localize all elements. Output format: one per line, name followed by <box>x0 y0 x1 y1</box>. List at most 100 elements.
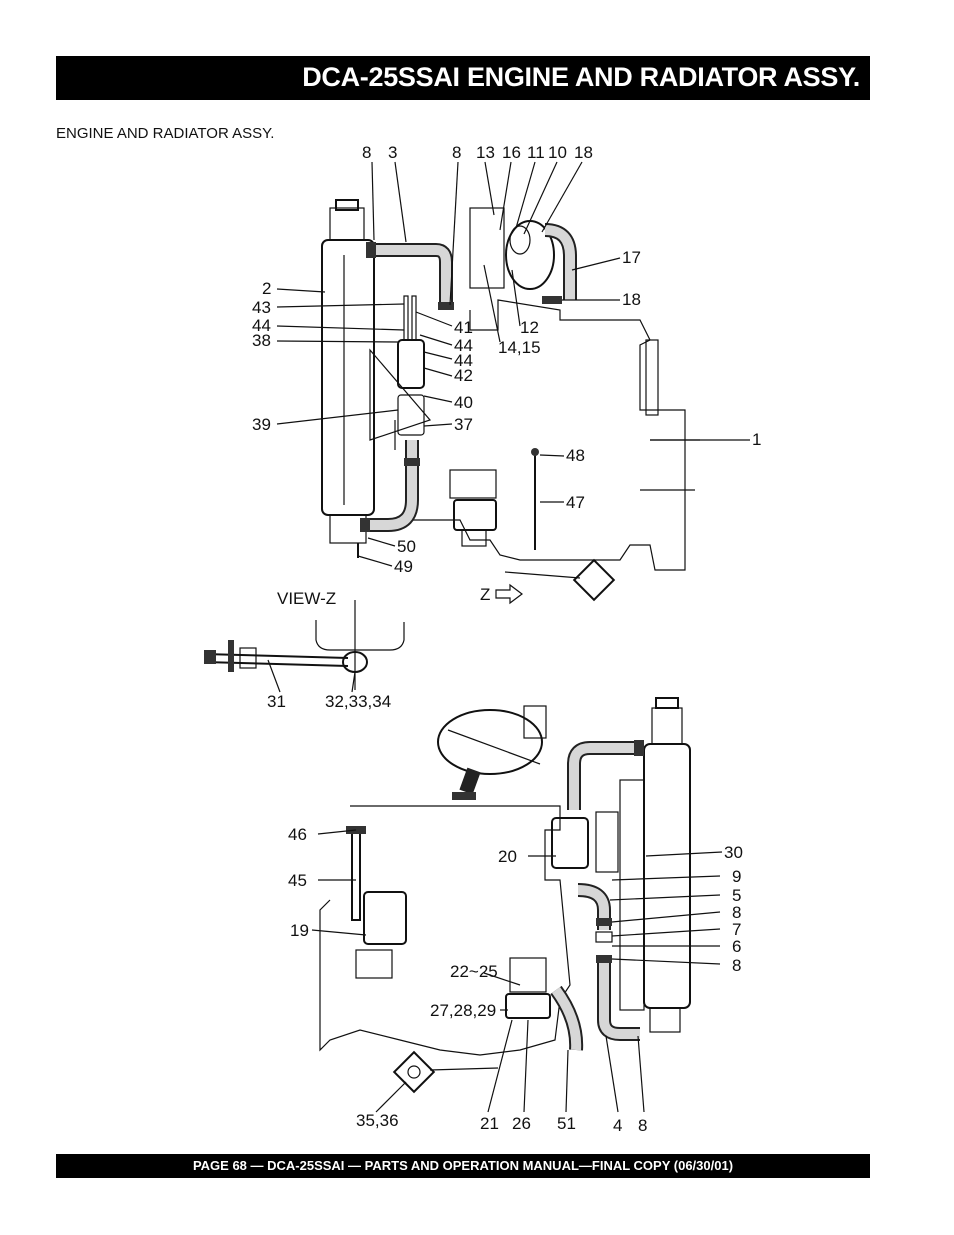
page-title-bar: DCA-25SSAI ENGINE AND RADIATOR ASSY. <box>56 56 870 100</box>
bottom-drawing <box>319 697 691 1094</box>
callout-label: 10 <box>548 143 567 162</box>
radiator-tank <box>321 239 375 516</box>
exhaust-flange <box>572 558 616 602</box>
reservoir-tank <box>397 339 425 389</box>
hose-clamp <box>360 518 370 532</box>
callout-label: 8 <box>362 143 371 162</box>
upper-hose <box>372 243 453 305</box>
callout-label: 31 <box>267 692 286 711</box>
callout-label: 26 <box>512 1114 531 1133</box>
callout-label: 16 <box>502 143 521 162</box>
callout-label: 8 <box>452 143 461 162</box>
air-cleaner-bracket <box>469 207 505 289</box>
callout-label: 49 <box>394 557 413 576</box>
callout-label: 32,33,34 <box>325 692 391 711</box>
drain-hose <box>203 653 349 659</box>
starter-motor-lower <box>505 993 551 1019</box>
leader-lines <box>267 161 750 1113</box>
air-cleaner-lower <box>437 709 543 775</box>
starter-bracket <box>449 469 497 499</box>
upper-hose-inner <box>372 245 451 305</box>
callout-label: 7 <box>732 920 741 939</box>
overflow-tube <box>369 348 432 441</box>
callout-label: 21 <box>480 1114 499 1133</box>
callout-label: 50 <box>397 537 416 556</box>
view-z-arrow-label: Z <box>480 585 490 604</box>
callout-label: 8 <box>732 903 741 922</box>
callout-label: 37 <box>454 415 473 434</box>
callout-label: 8 <box>638 1116 647 1135</box>
callout-label: 42 <box>454 366 473 385</box>
callout-label: 51 <box>557 1114 576 1133</box>
callout-label: 47 <box>566 493 585 512</box>
callout-label: 38 <box>252 331 271 350</box>
top-drawing <box>321 199 700 602</box>
callout-label: 9 <box>732 867 741 886</box>
callout-label: 43 <box>252 298 271 317</box>
hose-clamp <box>438 302 454 310</box>
starter-plate <box>509 957 547 993</box>
oil-filler-tube <box>351 829 361 921</box>
view-z-title: VIEW-Z <box>277 589 336 608</box>
callout-label: 14,15 <box>498 338 541 357</box>
hose-clamp <box>404 458 420 466</box>
reservoir-pipe <box>411 295 417 341</box>
callout-label: 30 <box>724 843 743 862</box>
callout-label: 46 <box>288 825 307 844</box>
radiator-tank-lower <box>643 743 691 1009</box>
callout-label: 8 <box>732 956 741 975</box>
callout-label: 45 <box>288 871 307 890</box>
radiator-bracket <box>374 249 430 521</box>
callout-label: 18 <box>622 290 641 309</box>
water-pipe <box>397 394 425 436</box>
callout-label: 27,28,29 <box>430 1001 496 1020</box>
callout-label: 19 <box>290 921 309 940</box>
radiator-cap <box>335 199 359 211</box>
callout-label: 1 <box>752 430 761 449</box>
callout-label: 35,36 <box>356 1111 399 1130</box>
callout-label: 39 <box>252 415 271 434</box>
callout-label: 44 <box>454 336 473 355</box>
air-intake-hose-inner <box>544 225 575 300</box>
page-footer: PAGE 68 — DCA-25SSAI — PARTS AND OPERATI… <box>192 1158 734 1173</box>
dipstick-housing <box>645 339 659 416</box>
callout-label: 13 <box>476 143 495 162</box>
page-title: DCA-25SSAI ENGINE AND RADIATOR ASSY. <box>302 62 860 92</box>
oil-filter <box>363 891 407 945</box>
callout-label: 41 <box>454 318 473 337</box>
callout-label: 5 <box>732 886 741 905</box>
hose-clamp <box>366 242 376 258</box>
reservoir-pipe <box>403 295 409 341</box>
lower-hose-inner <box>368 440 417 530</box>
engine-block-lower <box>319 805 571 1056</box>
callout-label: 48 <box>566 446 585 465</box>
starter-motor <box>453 499 497 531</box>
view-z-drawing <box>203 600 405 690</box>
radiator-neck <box>329 207 365 241</box>
callout-label: 22~25 <box>450 962 498 981</box>
exhaust-flange-lower <box>392 1050 436 1094</box>
callout-label: 12 <box>520 318 539 337</box>
radiator-cap-lower <box>655 697 679 709</box>
page-footer-bar: PAGE 68 — DCA-25SSAI — PARTS AND OPERATI… <box>56 1154 870 1178</box>
thermostat-housing <box>551 817 589 869</box>
section-subtitle: ENGINE AND RADIATOR ASSY. <box>56 125 275 142</box>
callout-label: 44 <box>252 316 271 335</box>
callout-label: 18 <box>574 143 593 162</box>
callout-label: 3 <box>388 143 397 162</box>
callout-label: 20 <box>498 847 517 866</box>
callout-label: 17 <box>622 248 641 267</box>
callout-label: 11 <box>527 143 545 162</box>
callout-label: 40 <box>454 393 473 412</box>
callout-labels: 8 3 8 13 16 11 10 18 17 18 41 12 14,15 4… <box>252 143 761 1135</box>
oil-pan <box>315 620 405 651</box>
callout-label: 2 <box>262 279 271 298</box>
hose-clamp <box>542 296 562 304</box>
view-arrow-icon <box>495 583 523 605</box>
upper-hose-lower <box>567 741 640 810</box>
callout-label: 44 <box>454 351 473 370</box>
callout-label: 4 <box>613 1116 622 1135</box>
callout-label: 6 <box>732 937 741 956</box>
radiator-shroud <box>619 779 645 1011</box>
